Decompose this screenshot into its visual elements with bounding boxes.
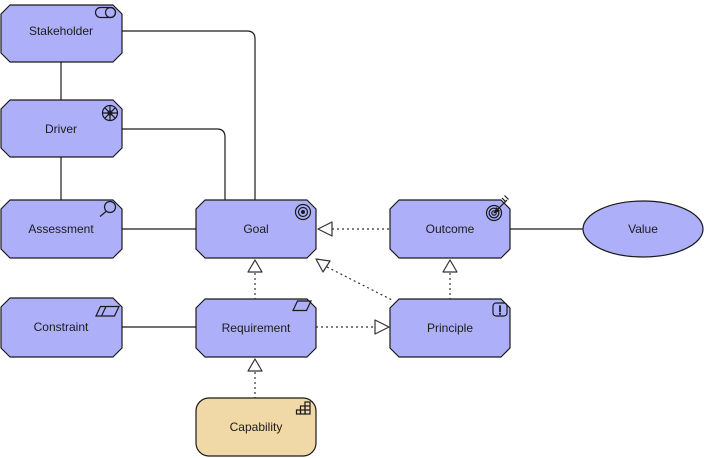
node-stakeholder[interactable]: Stakeholder — [0, 4, 123, 63]
connector-line[interactable] — [122, 128, 226, 200]
node-outcome[interactable]: Outcome — [389, 195, 511, 259]
outcome-label: Outcome — [426, 222, 475, 236]
realization-outcome-goal[interactable] — [317, 221, 390, 237]
stakeholder-shape[interactable] — [0, 4, 123, 63]
connector-line[interactable] — [122, 30, 256, 200]
capability-label: Capability — [230, 420, 283, 434]
connector-line[interactable] — [326, 266, 393, 301]
value-label: Value — [628, 222, 658, 236]
bullseye-icon — [294, 203, 312, 221]
node-value[interactable]: Value — [582, 200, 704, 258]
hollow-triangle-icon — [442, 259, 458, 273]
requirement-label: Requirement — [222, 321, 291, 335]
parallelogram-icon — [292, 300, 312, 312]
capability-shape[interactable] — [195, 397, 317, 457]
principle-shape[interactable] — [389, 298, 511, 358]
realization-principle-outcome[interactable] — [442, 259, 458, 299]
hollow-triangle-icon — [247, 259, 263, 273]
magnifier-icon — [99, 200, 117, 217]
assessment-shape[interactable] — [0, 199, 123, 259]
realization-capability-requirement[interactable] — [247, 358, 263, 398]
node-principle[interactable]: Principle — [389, 298, 511, 358]
realization-principle-goal[interactable] — [315, 258, 393, 301]
goal-label: Goal — [243, 222, 268, 236]
association-stakeholder-goal[interactable] — [122, 30, 256, 200]
node-goal[interactable]: Goal — [195, 199, 317, 259]
node-assessment[interactable]: Assessment — [0, 199, 123, 259]
role-icon — [94, 6, 117, 19]
hollow-triangle-icon — [315, 258, 331, 273]
target-arrow-icon — [485, 195, 509, 222]
exclamation-icon — [492, 302, 508, 317]
node-requirement[interactable]: Requirement — [195, 298, 317, 358]
hollow-triangle-icon — [374, 319, 390, 335]
parallelogram-line-icon — [95, 305, 120, 317]
hollow-triangle-icon — [247, 358, 263, 372]
driver-label: Driver — [45, 122, 77, 136]
value-shape[interactable] — [582, 200, 704, 258]
node-capability[interactable]: Capability — [195, 397, 317, 457]
steering-wheel-icon — [101, 104, 119, 122]
realization-requirement-goal[interactable] — [247, 259, 263, 299]
hollow-triangle-icon — [317, 221, 333, 237]
constraint-label: Constraint — [34, 320, 89, 334]
node-driver[interactable]: Driver — [0, 99, 123, 158]
node-constraint[interactable]: Constraint — [0, 297, 123, 358]
assessment-label: Assessment — [28, 222, 94, 236]
constraint-shape[interactable] — [0, 297, 123, 358]
association-driver-goal[interactable] — [122, 128, 226, 200]
goal-shape[interactable] — [195, 199, 317, 259]
realization-requirement-principle[interactable] — [316, 319, 390, 335]
driver-shape[interactable] — [0, 99, 123, 158]
stakeholder-label: Stakeholder — [29, 24, 93, 38]
principle-label: Principle — [427, 321, 473, 335]
capability-steps-icon — [295, 401, 311, 415]
